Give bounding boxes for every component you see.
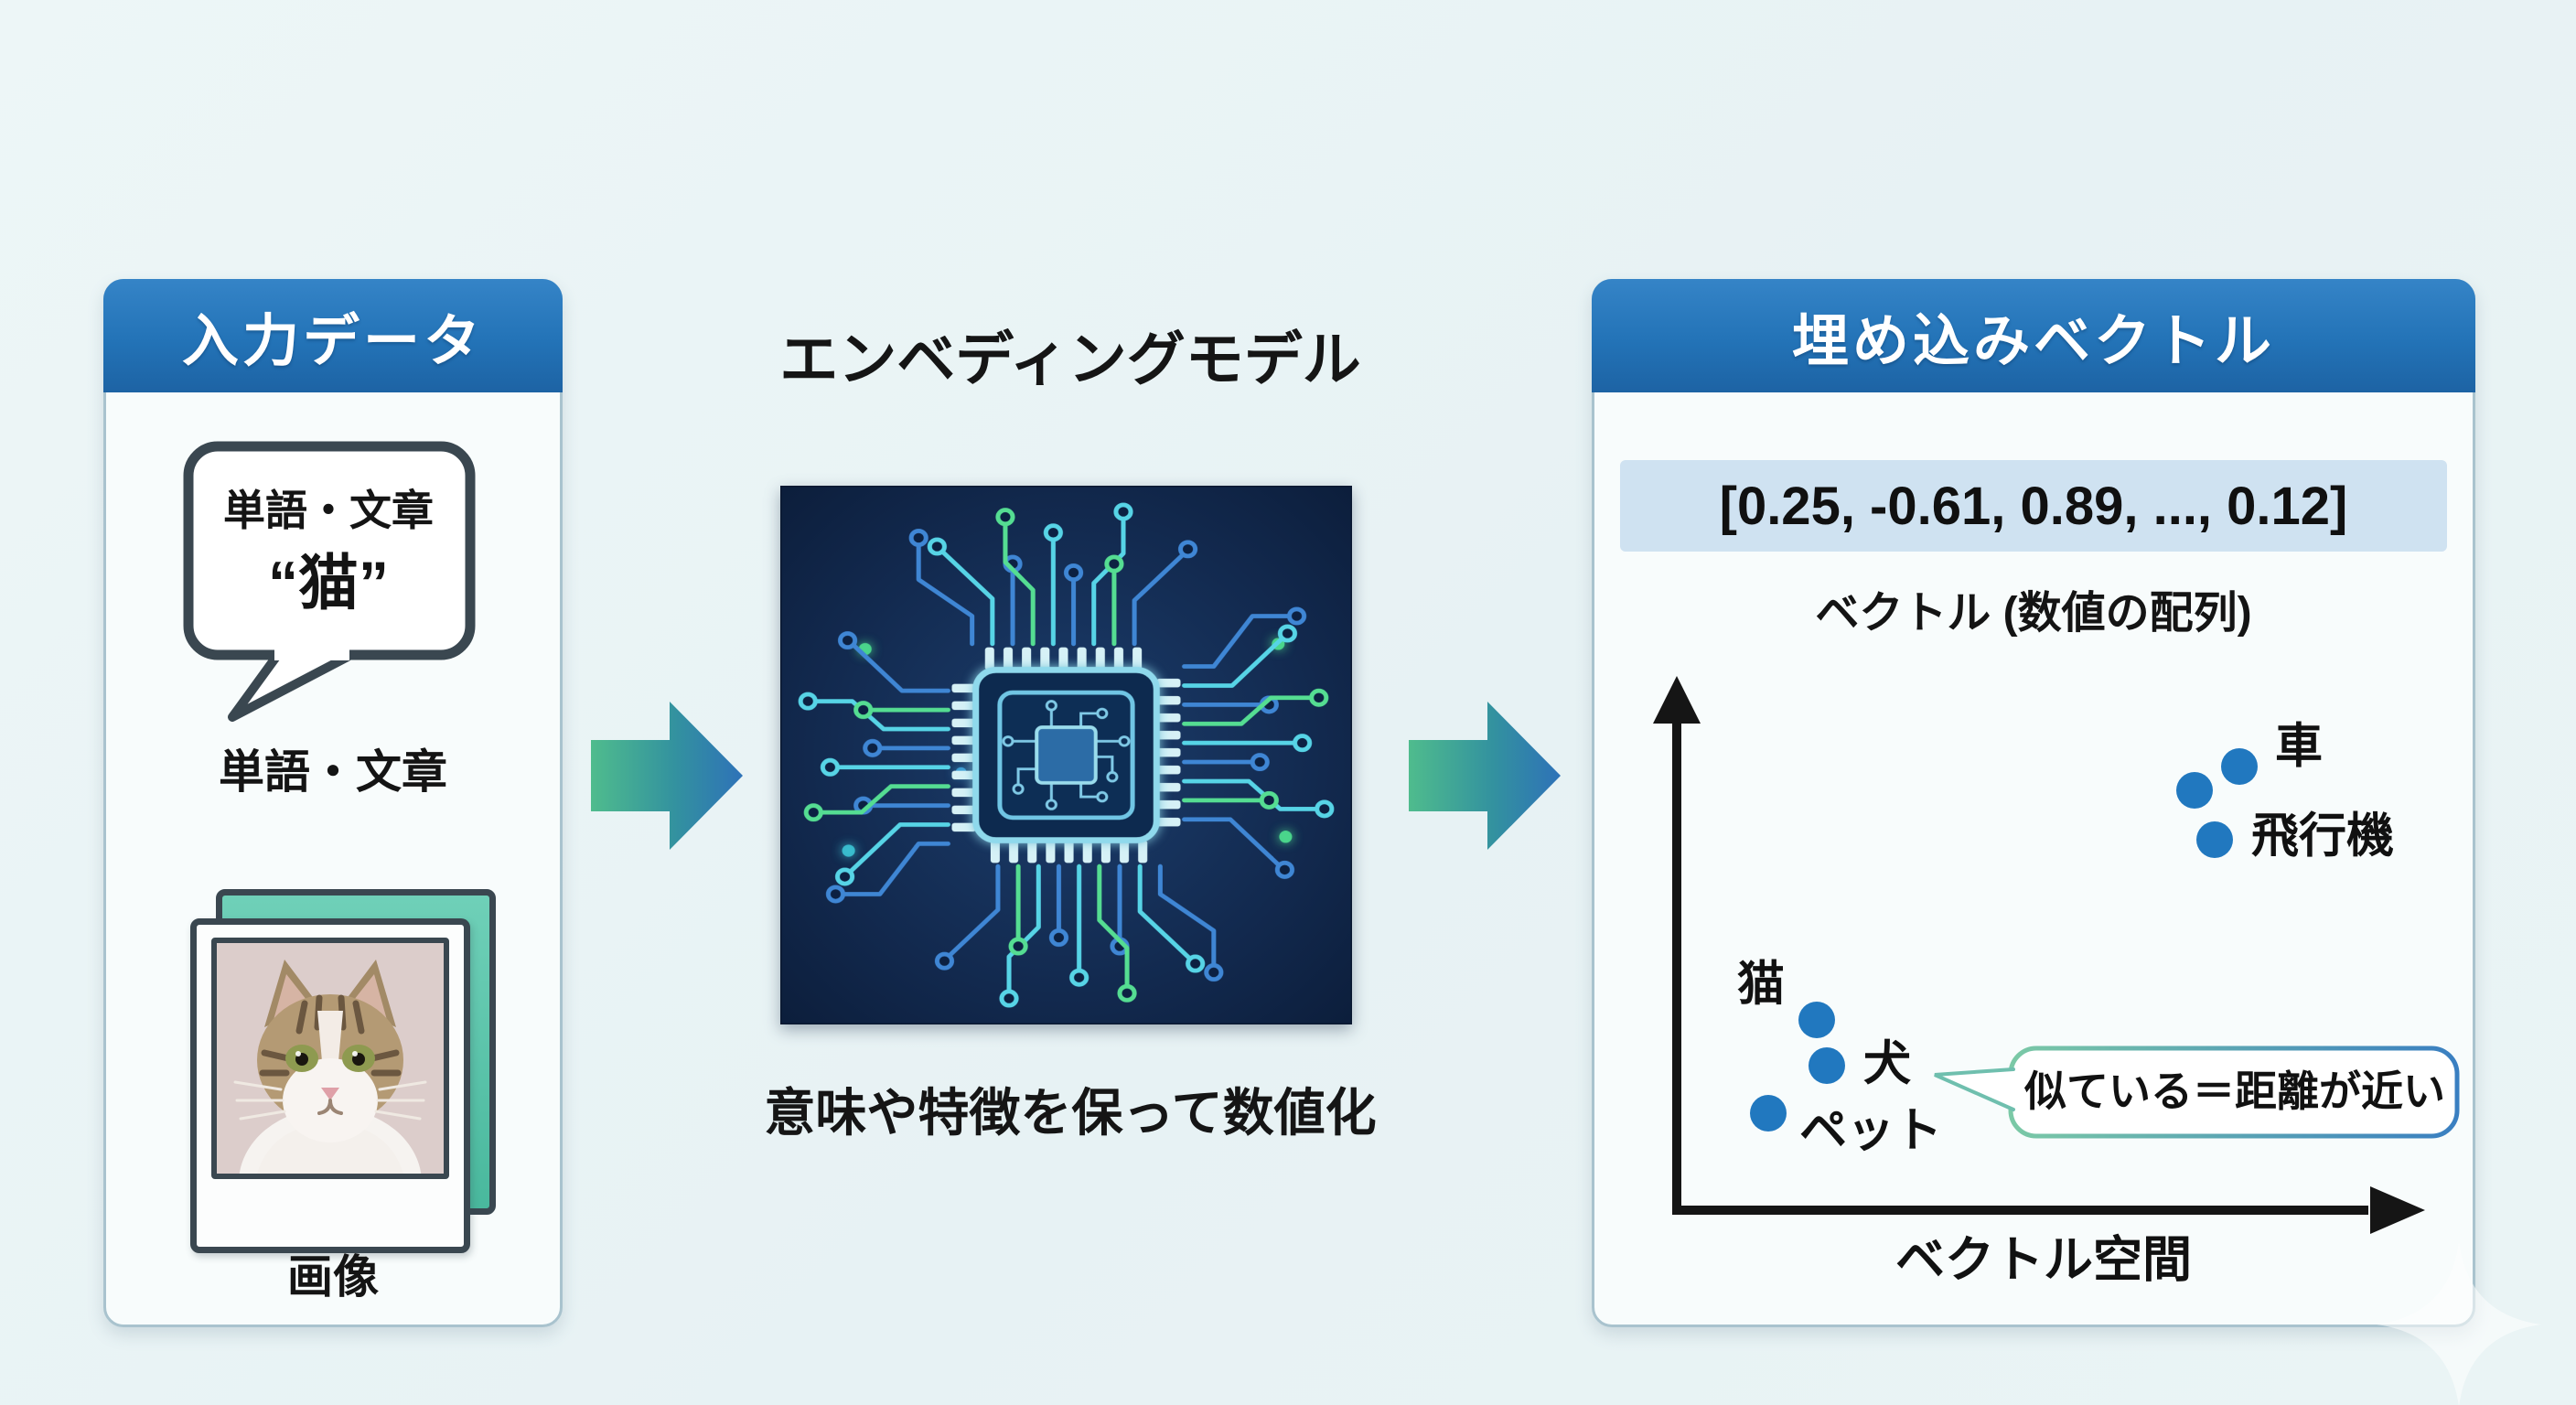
- vector-space-plot: 車飛行機猫犬ペット 似ている＝距離が近い ベクトル空間: [1594, 661, 2473, 1325]
- model-title: エンベディングモデル: [779, 327, 1361, 392]
- x-axis-label: ベクトル空間: [1895, 1232, 2192, 1287]
- scatter-label: ペット: [1799, 1105, 1942, 1158]
- arrow-left-to-model-icon: [591, 702, 743, 850]
- model-caption: 意味や特徴を保って数値化: [764, 1084, 1377, 1142]
- embedding-vector-header: 埋め込みベクトル: [1592, 279, 2475, 392]
- cat-photo: [211, 938, 449, 1179]
- plot-axes: [1672, 716, 2368, 1215]
- embedding-vector-panel: 埋め込みベクトル [0.25, -0.61, 0.89, ..., 0.12] …: [1592, 279, 2475, 1327]
- callout-text: 似ている＝距離が近い: [2023, 1067, 2445, 1115]
- scatter-label: 犬: [1863, 1038, 1911, 1091]
- scatter-dot: [2196, 821, 2233, 858]
- circuit-chip-illustration: [778, 484, 1354, 1026]
- scatter-dot: [1798, 1002, 1835, 1038]
- scatter-dot: [1809, 1047, 1845, 1084]
- words-sentences-label: 単語・文章: [219, 746, 447, 798]
- input-data-header: 入力データ: [103, 279, 563, 392]
- input-data-panel: 入力データ 単語・文章 “猫” 単語・文章: [103, 279, 563, 1327]
- x-axis-arrowhead: [2370, 1186, 2425, 1234]
- scatter-dot: [2221, 748, 2258, 785]
- vector-value-box: [0.25, -0.61, 0.89, ..., 0.12]: [1620, 460, 2447, 552]
- similarity-callout: 似ている＝距離が近い: [1934, 1046, 2460, 1139]
- cat-photo-frame: [190, 918, 470, 1253]
- arrow-model-to-vector-icon: [1409, 702, 1561, 850]
- chip-image: [778, 484, 1354, 1026]
- y-axis-arrowhead: [1653, 676, 1701, 724]
- speech-bubble: 単語・文章 “猫”: [181, 439, 487, 732]
- scatter-dot: [1750, 1095, 1787, 1132]
- scatter-dot: [2176, 772, 2213, 809]
- image-label: 画像: [287, 1251, 379, 1303]
- scatter-label: 飛行機: [2251, 810, 2394, 863]
- speech-bubble-shape: [183, 441, 476, 722]
- cat-illustration: [217, 943, 444, 1174]
- input-data-title: 入力データ: [181, 310, 484, 373]
- vector-caption: ベクトル (数値の配列): [1815, 589, 2252, 638]
- scatter-label: 車: [2275, 721, 2323, 774]
- sparkle-watermark-icon: [2377, 1242, 2541, 1405]
- scatter-label: 猫: [1737, 959, 1785, 1012]
- bubble-text-cat: “猫”: [268, 549, 389, 617]
- bubble-text-top: 単語・文章: [223, 487, 434, 534]
- vector-value: [0.25, -0.61, 0.89, ..., 0.12]: [1719, 476, 2348, 536]
- embedding-vector-title: 埋め込みベクトル: [1791, 310, 2275, 373]
